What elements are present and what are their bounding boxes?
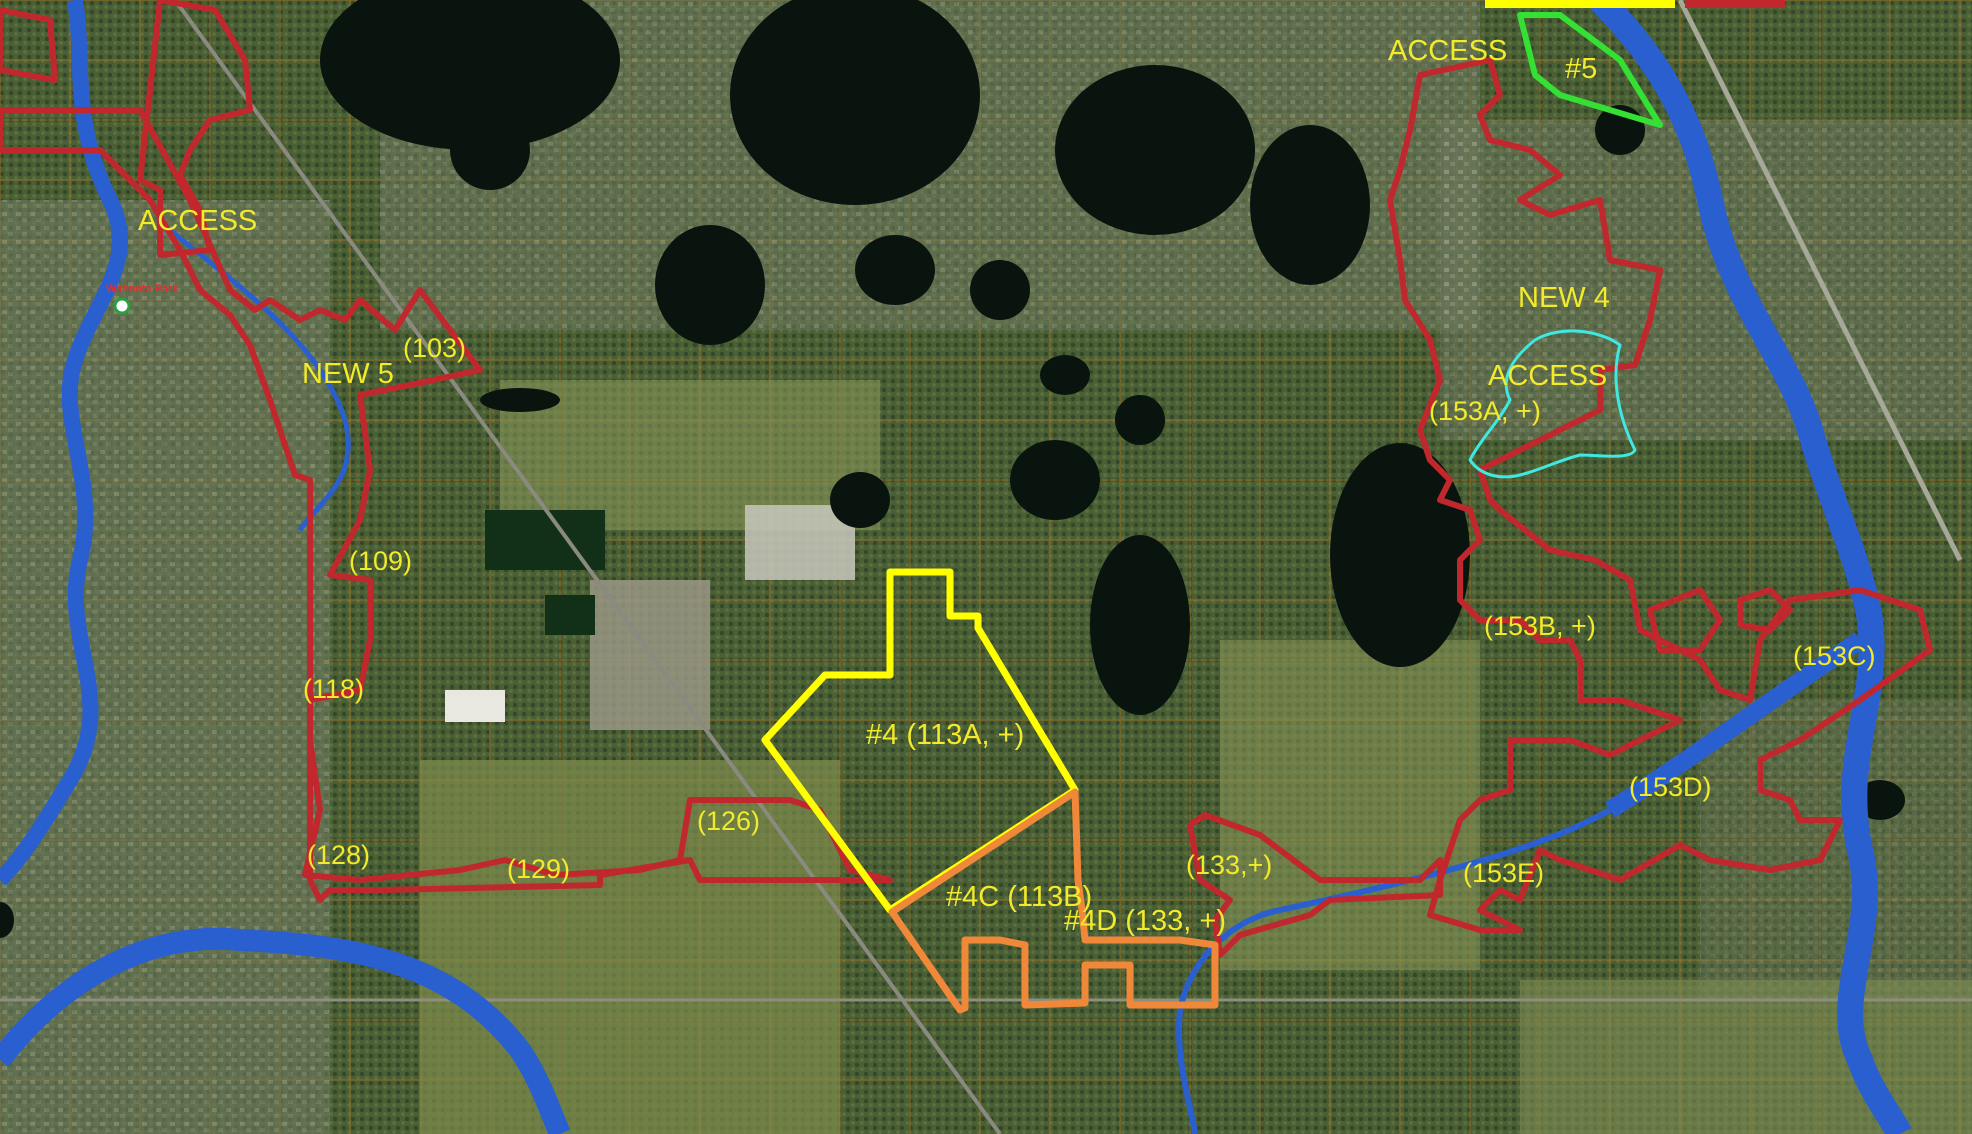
- new5-label: NEW 5: [302, 358, 394, 390]
- access-nw-label: ACCESS: [138, 205, 257, 237]
- parcel-129-label: (129): [507, 854, 570, 884]
- wahneta-park-marker[interactable]: Wahneta Park: [106, 283, 179, 315]
- lakes: [0, 0, 1905, 938]
- site-4d-label: #4D (133, +): [1064, 905, 1226, 937]
- parcel-153c-label: (153C): [1793, 641, 1876, 671]
- parcel-153e-label: (153E): [1463, 858, 1544, 888]
- parcel-109-label: (109): [349, 546, 412, 576]
- access-area-boundary[interactable]: [1468, 329, 1637, 479]
- parcel-133-label: (133,+): [1186, 850, 1272, 880]
- parcel-126-label: (126): [697, 806, 760, 836]
- access-ne-label: ACCESS: [1388, 35, 1507, 67]
- site-5-boundary[interactable]: [1517, 12, 1663, 128]
- site-4c-label: #4C (113B): [946, 881, 1092, 913]
- top-red-bar: [1685, 0, 1785, 8]
- parcel-153b-label: (153B, +): [1484, 611, 1596, 641]
- access-e-label: ACCESS: [1488, 360, 1607, 392]
- parcel-103-label: (103): [403, 333, 466, 363]
- parcel-153a-label: (153A, +): [1429, 396, 1541, 426]
- top-yellow-bar: [1485, 0, 1675, 8]
- site-5-label: #5: [1565, 53, 1597, 85]
- red-boundaries: [0, 0, 1933, 958]
- parcel-128-label: (128): [307, 840, 370, 870]
- park-label: Wahneta Park: [106, 283, 179, 295]
- parcel-153d-label: (153D): [1629, 772, 1712, 802]
- new4-label: NEW 4: [1518, 282, 1610, 314]
- parcel-118-label: (118): [303, 674, 364, 704]
- site-4c-4d-boundary[interactable]: [888, 788, 1219, 1014]
- site-4-label: #4 (113A, +): [866, 719, 1024, 751]
- map-labels: ACCESS ACCESS ACCESS NEW 5 NEW 4 (103) (…: [138, 35, 1876, 937]
